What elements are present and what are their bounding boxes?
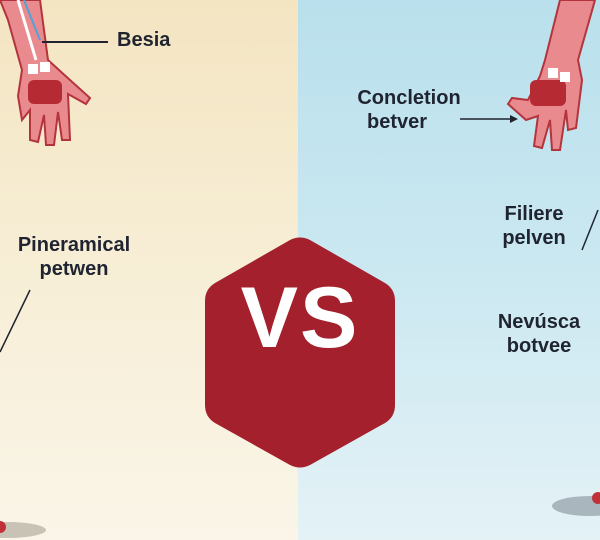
left-shadow: [0, 522, 46, 538]
vs-text: VS: [240, 270, 360, 366]
right-foot-mark: [592, 492, 600, 504]
left-hand-illustration: [0, 0, 92, 146]
label-besia: Besia: [117, 29, 171, 51]
filiere-pointer-line: [581, 209, 599, 251]
arrowhead-icon: [510, 115, 518, 123]
pineramical-pointer-line: [0, 289, 31, 353]
right-hand-illustration: [506, 0, 597, 151]
left-foot-mark: [0, 521, 6, 533]
right-shadow: [552, 496, 600, 516]
vs-hexagon-badge: [205, 237, 395, 468]
